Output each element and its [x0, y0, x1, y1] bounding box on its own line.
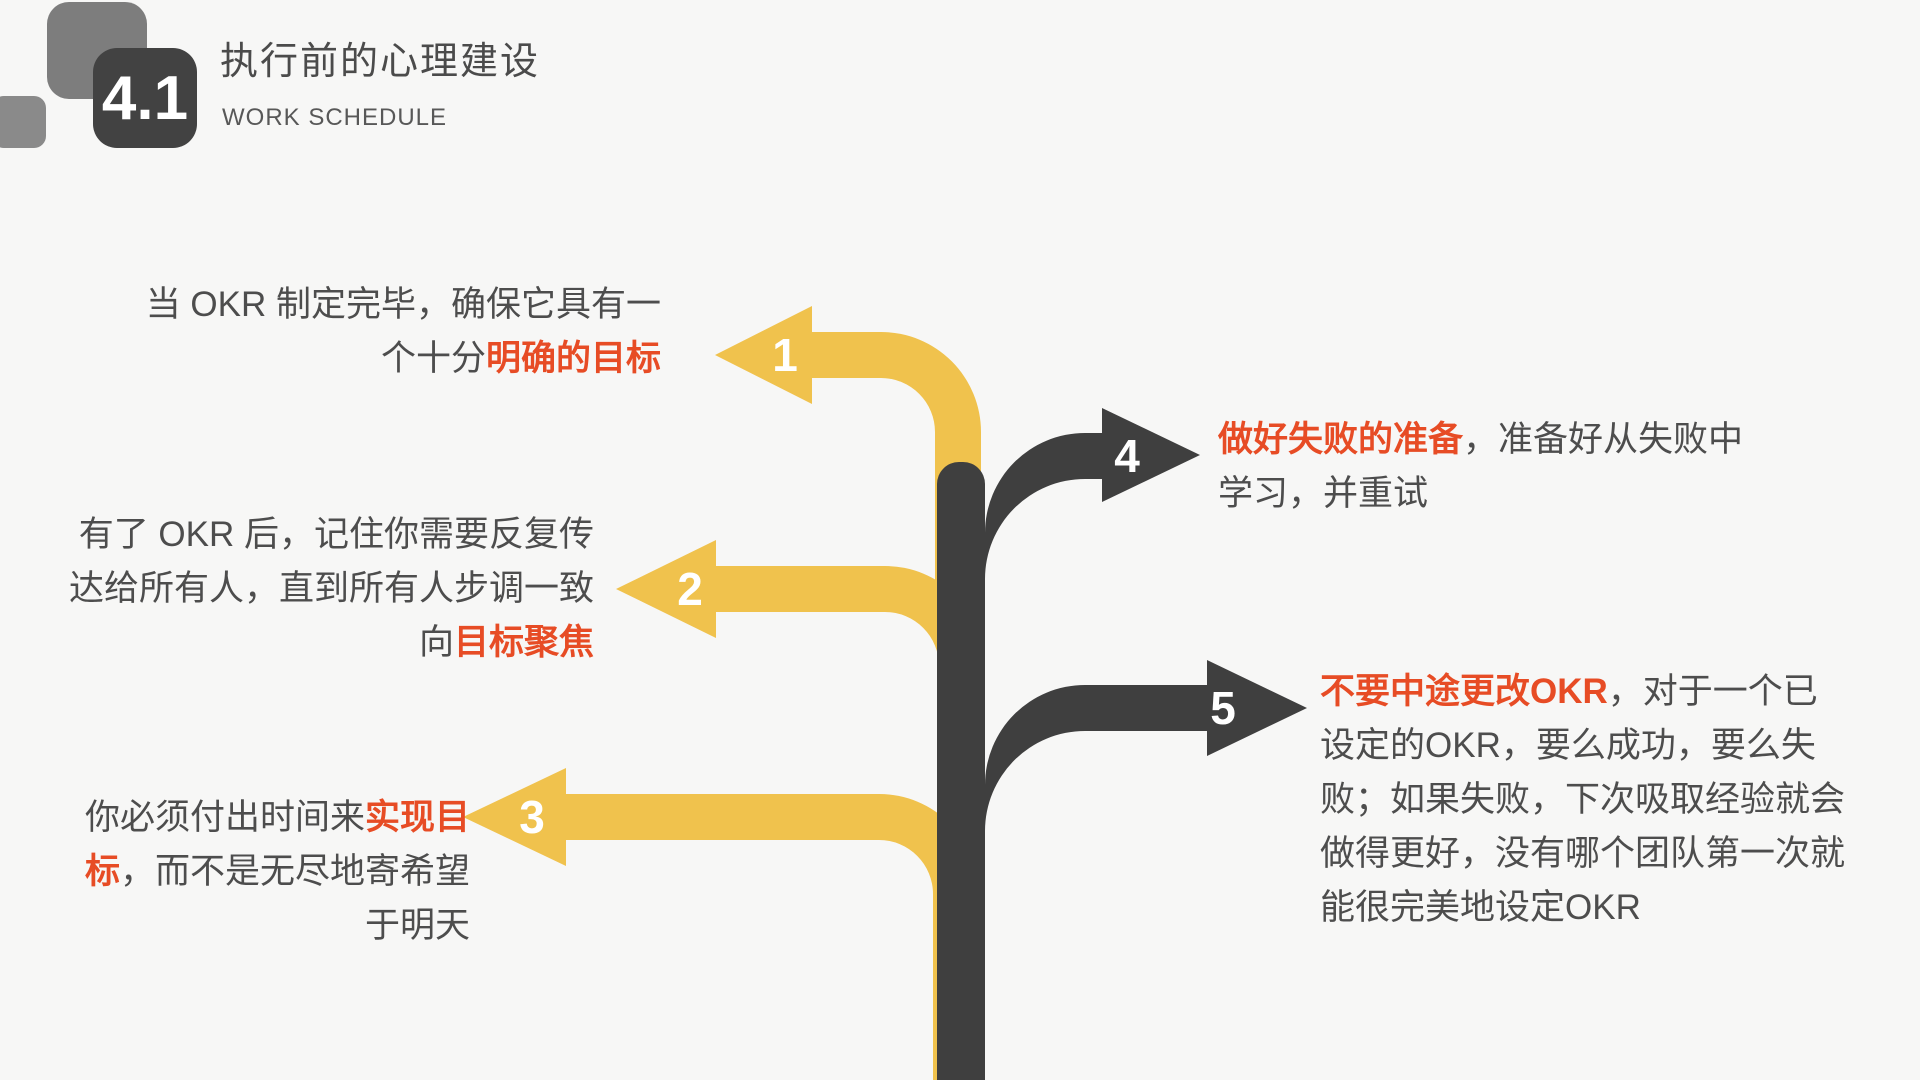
text-line: 于明天	[364, 906, 470, 945]
page-subtitle: WORK SCHEDULE	[222, 104, 448, 131]
arrowhead-5-icon	[1207, 660, 1307, 756]
text-line: 向目标聚焦	[418, 623, 594, 662]
text-line: 不要中途更改OKR，对于一个已	[1320, 672, 1818, 711]
text-line: 能很完美地设定OKR	[1320, 888, 1641, 927]
step-number-1: 1	[772, 329, 798, 381]
text-line: 当 OKR 制定完毕，确保它具有一	[145, 285, 661, 324]
text-line: 个十分明确的目标	[380, 339, 661, 378]
text-line: 设定的OKR，要么成功，要么失	[1320, 726, 1816, 765]
branch-3-shaft	[560, 794, 979, 1080]
text-line: 你必须付出时间来实现目	[84, 798, 470, 837]
step-4-text: 做好失败的准备，准备好从失败中 学习，并重试	[1218, 413, 1743, 521]
arrowhead-3-icon	[463, 768, 566, 866]
step-5-text: 不要中途更改OKR，对于一个已 设定的OKR，要么成功，要么失 败；如果失败，下…	[1320, 665, 1845, 935]
step-number-5: 5	[1210, 682, 1236, 734]
step-3-text: 你必须付出时间来实现目 标，而不是无尽地寄希望 于明天	[85, 791, 470, 953]
branch-4-shaft	[985, 433, 1112, 579]
step-number-4: 4	[1114, 430, 1140, 482]
section-number: 4.1	[101, 63, 189, 133]
text-line: 达给所有人，直到所有人步调一致	[68, 569, 594, 608]
text-line: 败；如果失败，下次吸取经验就会	[1320, 780, 1846, 819]
text-line: 做得更好，没有哪个团队第一次就	[1320, 834, 1846, 873]
decor-square-small	[0, 96, 46, 148]
text-line: 学习，并重试	[1218, 474, 1429, 513]
text-line: 有了 OKR 后，记住你需要反复传	[78, 515, 594, 554]
arrowhead-1-icon	[715, 306, 812, 404]
page-title: 执行前的心理建设	[220, 41, 541, 83]
text-line: 标，而不是无尽地寄希望	[84, 852, 470, 891]
step-2-text: 有了 OKR 后，记住你需要反复传 达给所有人，直到所有人步调一致 向目标聚焦	[69, 508, 594, 670]
step-number-3: 3	[519, 791, 545, 843]
step-number-2: 2	[677, 563, 703, 615]
branch-5-shaft	[985, 685, 1217, 831]
section-number-badge: 4.1	[93, 48, 197, 148]
trunk	[937, 462, 985, 1080]
text-line: 做好失败的准备，准备好从失败中	[1218, 420, 1744, 459]
arrowhead-4-icon	[1102, 408, 1200, 502]
arrowhead-2-icon	[616, 540, 716, 638]
step-1-text: 当 OKR 制定完毕，确保它具有一 个十分明确的目标	[146, 278, 661, 386]
